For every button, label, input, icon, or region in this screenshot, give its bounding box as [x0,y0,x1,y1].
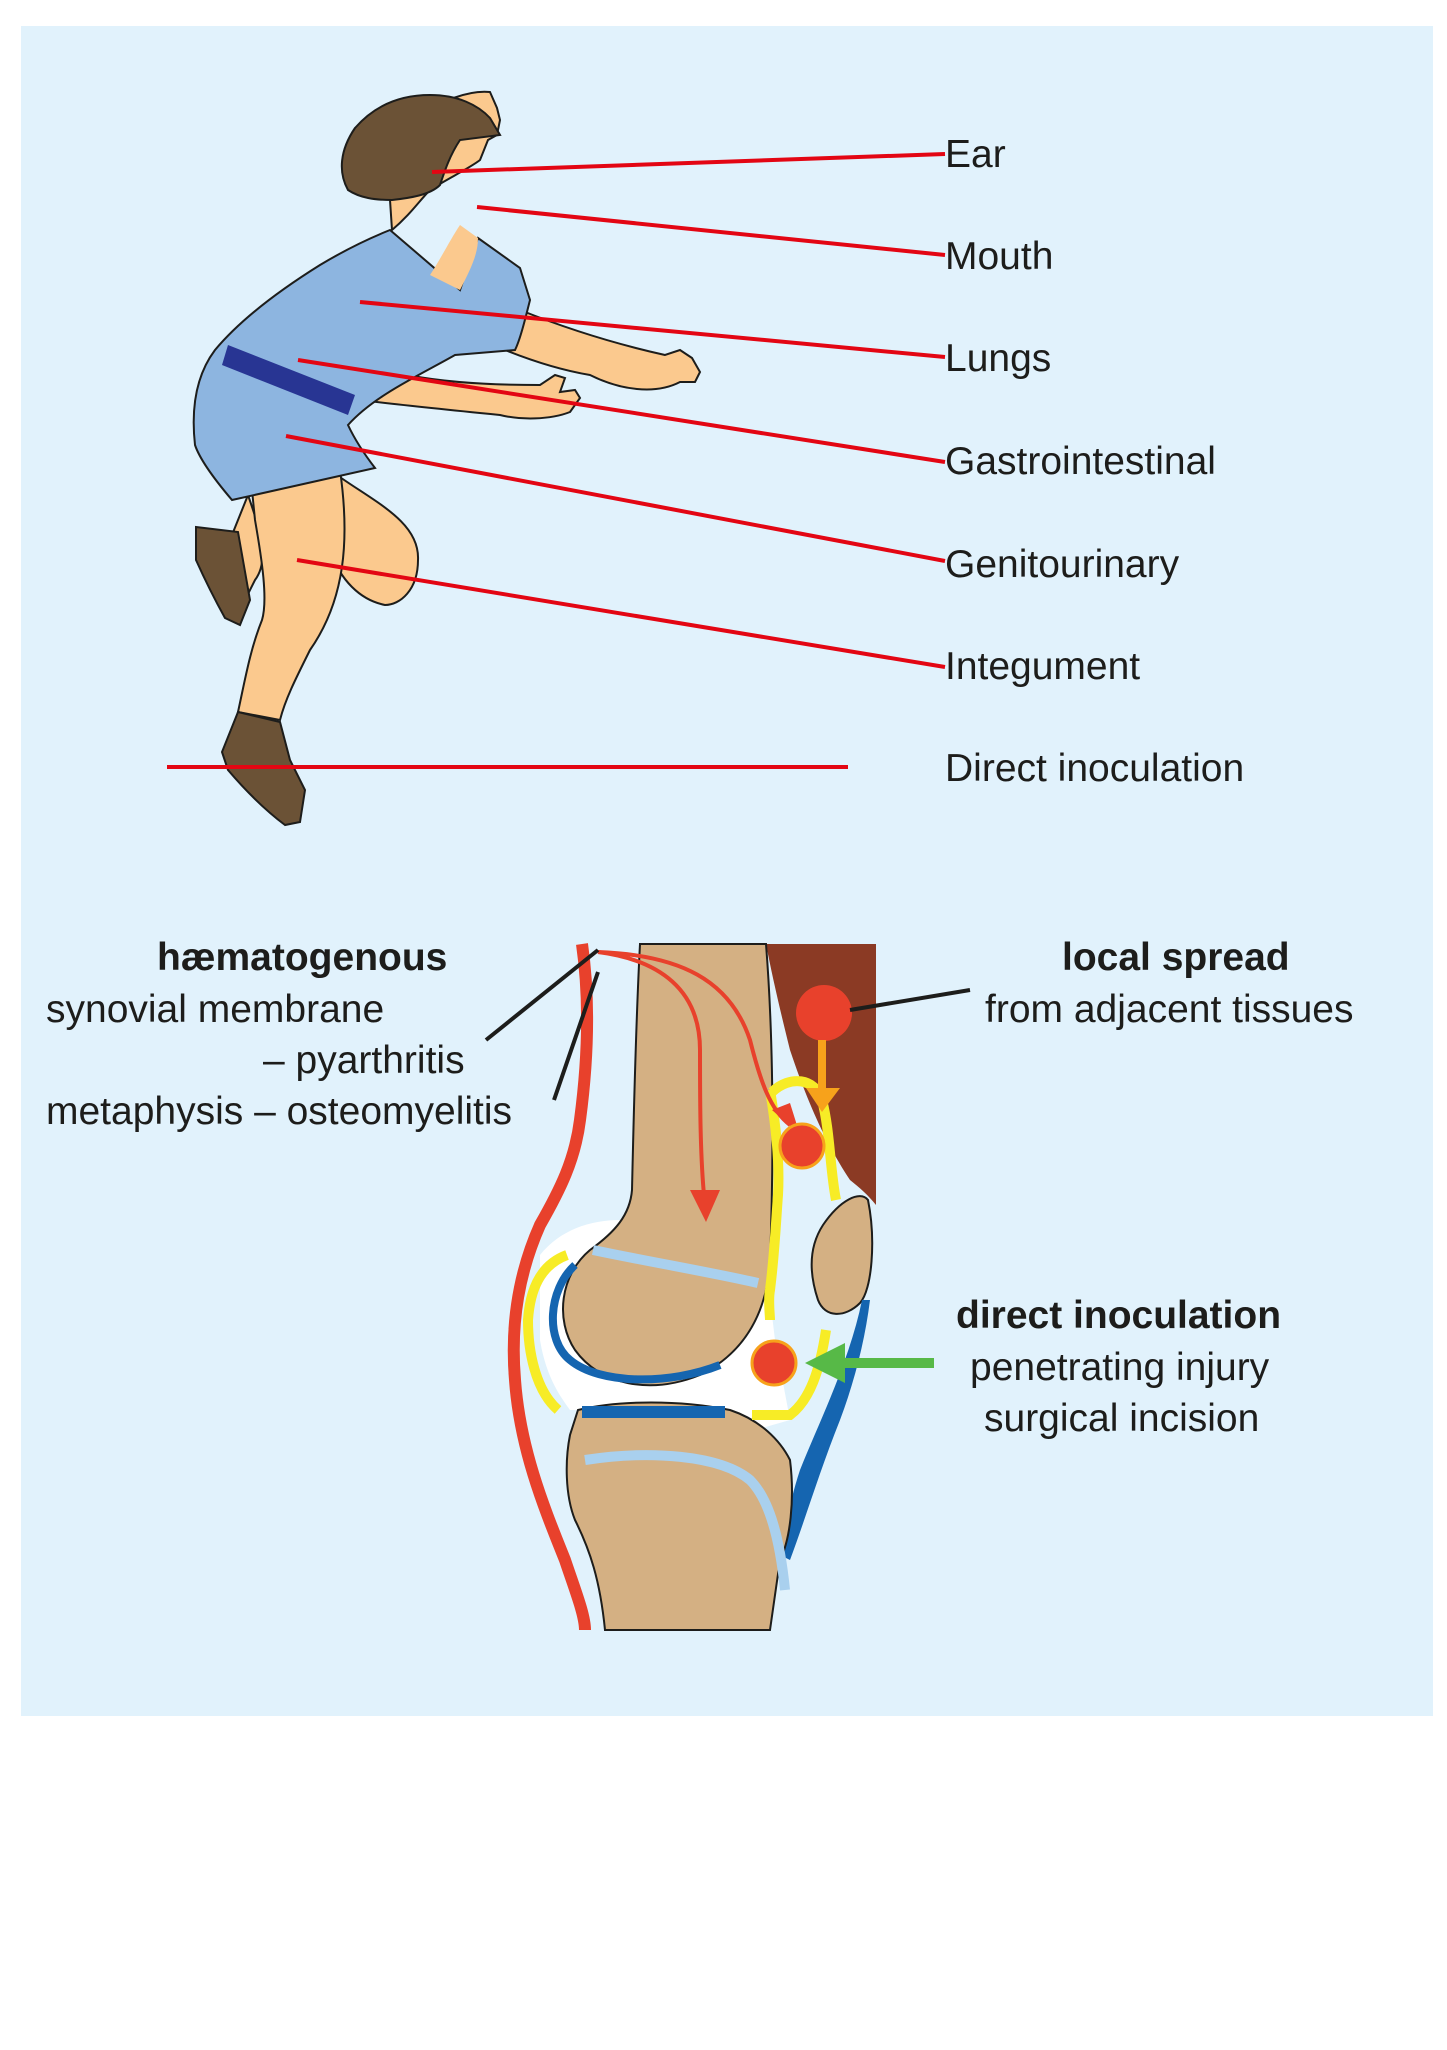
front-arm [503,308,702,391]
route-label-mouth: Mouth [945,235,1054,278]
local-spread-line1: from adjacent tissues [985,988,1354,1031]
haematogenous-line1: synovial membrane [46,988,385,1031]
direct-inoculation-line2: surgical incision [984,1397,1260,1440]
hair [340,93,502,202]
local-spread-title: local spread [1062,936,1290,979]
pointer-gastrointestinal [297,358,946,464]
pointer-genitourinary [285,434,946,563]
girl-figure [192,90,702,827]
front-leg [236,469,346,722]
pointer-lungs [359,300,946,359]
direct-inoculation-line1: penetrating injury [970,1346,1270,1389]
local-spread-source [796,985,852,1041]
knee-diagram [484,943,971,1631]
route-pointer-lines [167,152,946,769]
route-label-direct-inoculation: Direct inoculation [945,747,1245,790]
belt [222,345,355,415]
haematogenous-title: hæmatogenous [157,936,448,979]
tibia [565,1401,793,1631]
route-label-integument: Integument [945,645,1141,688]
patella [810,1195,874,1315]
route-label-lungs: Lungs [945,337,1052,380]
haematogenous-line3: metaphysis – osteomyelitis [46,1090,513,1133]
femur [562,943,774,1387]
back-shoe [195,525,252,627]
pointer-integument [296,558,946,669]
route-label-ear: Ear [945,133,1006,176]
synovium [522,1250,569,1414]
route-label-gastrointestinal: Gastrointestinal [945,440,1216,483]
blood-vessel [507,943,594,1631]
abscess-lower [750,1339,798,1387]
abscess-upper [778,1122,826,1170]
pointer-ear [431,152,946,174]
back-arm [359,358,582,420]
dress [192,228,532,502]
haematogenous-line2: – pyarthritis [263,1039,465,1082]
pointer-mouth [476,205,946,257]
direct-inoculation-title: direct inoculation [956,1294,1282,1337]
route-label-genitourinary: Genitourinary [945,543,1180,586]
back-leg [329,468,420,607]
